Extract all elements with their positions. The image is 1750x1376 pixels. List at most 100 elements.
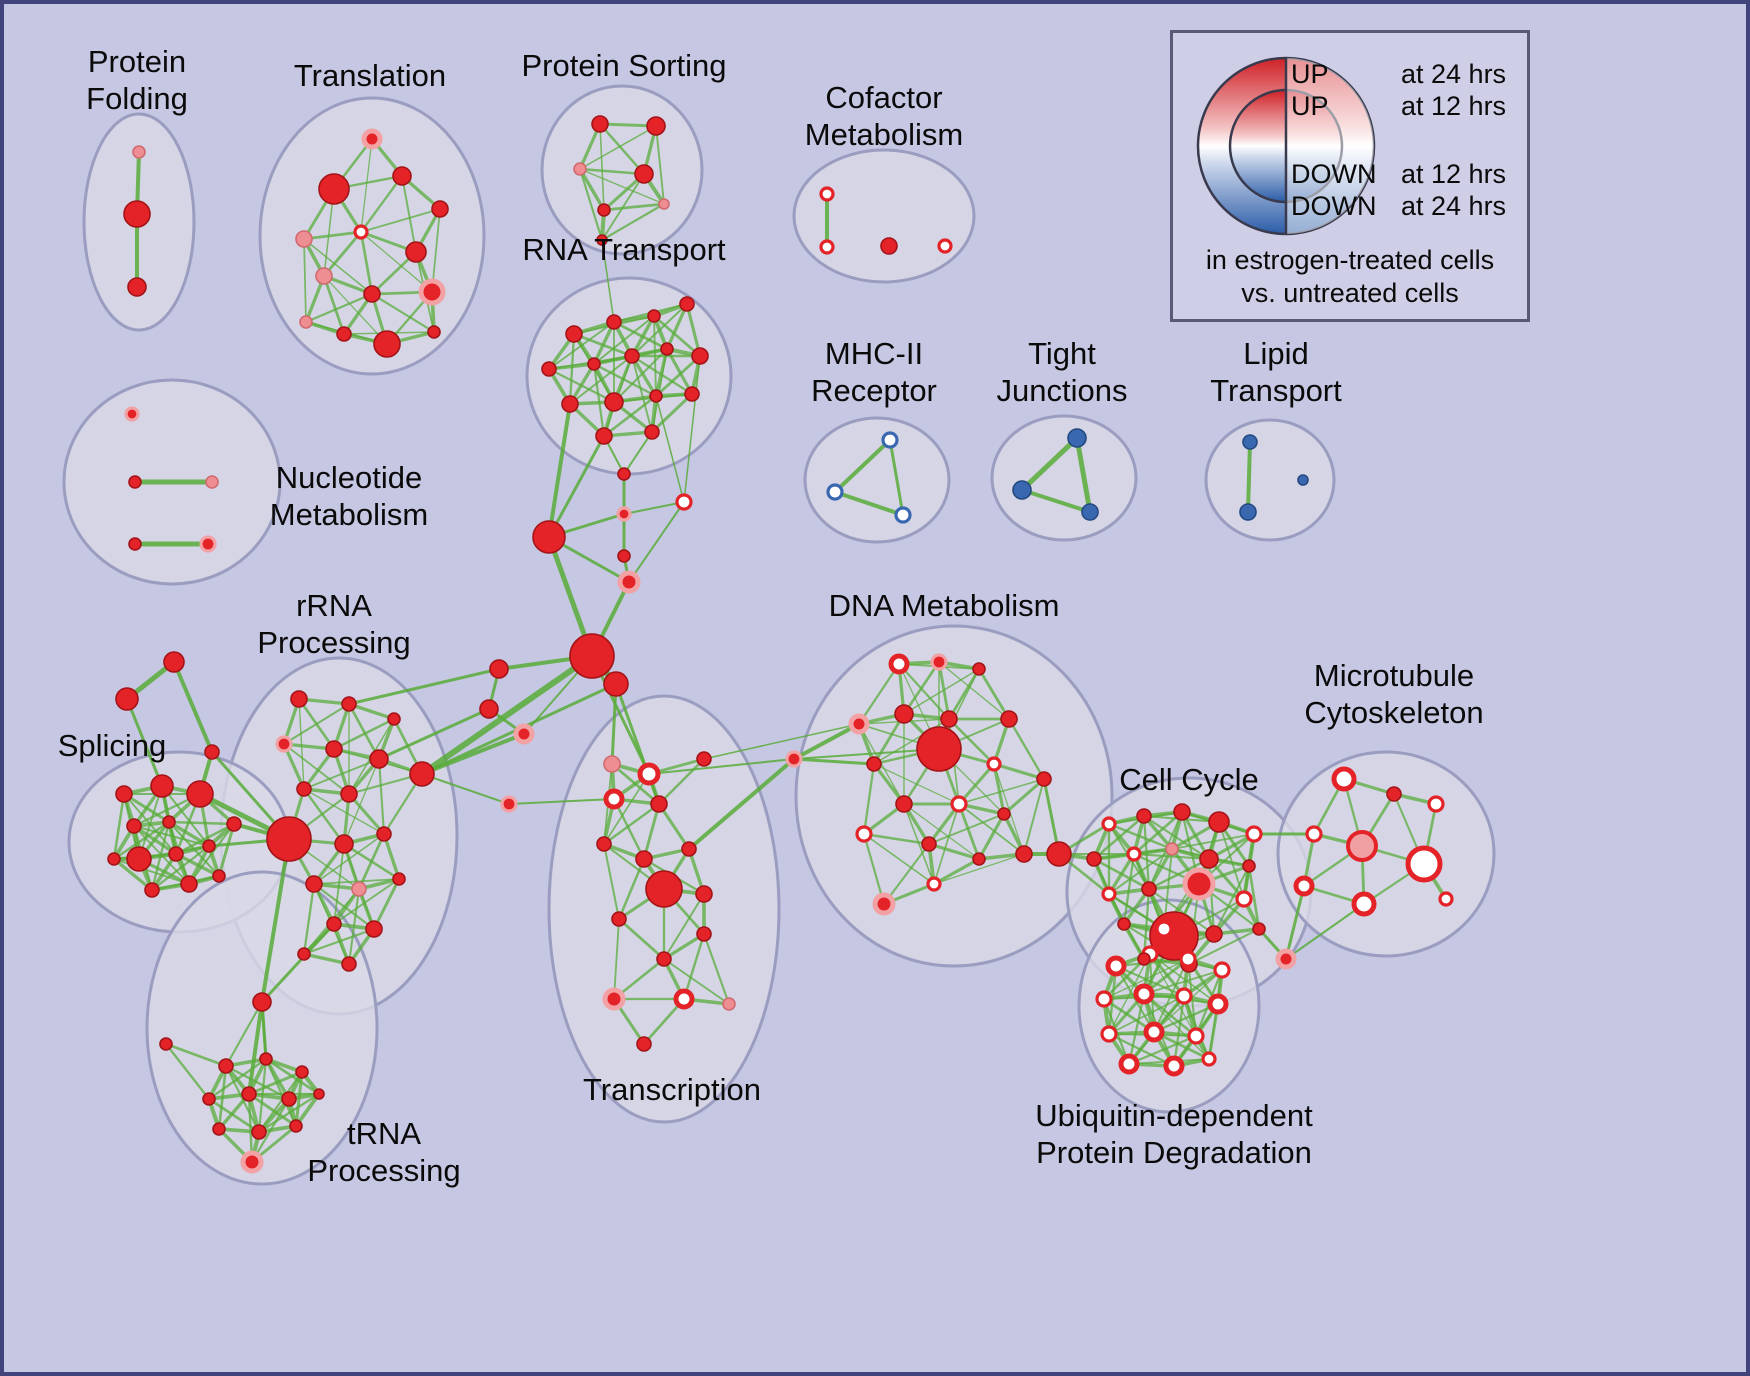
node-tx14[interactable] [602, 987, 626, 1011]
node-ub10[interactable] [1143, 1021, 1165, 1043]
node-ps2[interactable] [646, 116, 666, 136]
node-sp8[interactable] [202, 839, 216, 853]
node-tn5[interactable] [295, 1065, 309, 1079]
node-cn2[interactable] [675, 493, 693, 511]
node-tx13[interactable] [656, 951, 672, 967]
node-mt7[interactable] [1293, 875, 1315, 897]
node-rr16[interactable] [326, 916, 342, 932]
node-dn17[interactable] [972, 852, 986, 866]
node-tx4[interactable] [603, 788, 625, 810]
node-dn15[interactable] [855, 825, 873, 843]
node-t9[interactable] [363, 285, 381, 303]
node-rr4[interactable] [275, 735, 293, 753]
node-mt5[interactable] [1346, 830, 1378, 862]
node-rt2[interactable] [606, 314, 622, 330]
node-cn4[interactable] [532, 520, 566, 554]
node-tx15[interactable] [673, 988, 695, 1010]
node-sp3[interactable] [186, 780, 214, 808]
node-t1[interactable] [361, 128, 383, 150]
node-tj2[interactable] [1012, 480, 1032, 500]
node-cc2[interactable] [1136, 808, 1152, 824]
node-sp5[interactable] [162, 815, 176, 829]
node-rt1[interactable] [565, 325, 583, 343]
node-cc10[interactable] [1242, 859, 1256, 873]
node-tx12[interactable] [696, 926, 712, 942]
node-sp1[interactable] [115, 785, 133, 803]
node-cn14[interactable] [115, 687, 139, 711]
node-cc12[interactable] [1141, 881, 1157, 897]
node-rt6[interactable] [587, 357, 601, 371]
node-rr13[interactable] [305, 875, 323, 893]
node-rr11[interactable] [334, 834, 354, 854]
node-t10[interactable] [418, 278, 446, 306]
node-sp6[interactable] [126, 846, 152, 872]
node-t6[interactable] [353, 224, 369, 240]
node-tj1[interactable] [1067, 428, 1087, 448]
node-dn18[interactable] [926, 876, 942, 892]
node-cc18[interactable] [1252, 922, 1266, 936]
node-rt12[interactable] [649, 389, 663, 403]
node-dn20[interactable] [1015, 845, 1033, 863]
node-ub3[interactable] [1179, 950, 1197, 968]
node-cc11[interactable] [1101, 886, 1117, 902]
node-mh3[interactable] [894, 506, 912, 524]
node-sp7[interactable] [168, 846, 184, 862]
node-tx3[interactable] [696, 751, 712, 767]
node-cm1[interactable] [819, 186, 835, 202]
node-ub5[interactable] [1095, 990, 1113, 1008]
node-nm4[interactable] [128, 537, 142, 551]
node-sp11[interactable] [226, 816, 242, 832]
node-tn13[interactable] [240, 1150, 264, 1174]
node-sp4[interactable] [126, 818, 142, 834]
node-nm5[interactable] [199, 535, 217, 553]
node-cc1[interactable] [1101, 816, 1117, 832]
node-cc17[interactable] [1205, 925, 1223, 943]
node-cc19[interactable] [1137, 952, 1151, 966]
node-tn6[interactable] [202, 1092, 216, 1106]
node-dn11[interactable] [1036, 771, 1052, 787]
node-t3[interactable] [392, 166, 412, 186]
node-ub13[interactable] [1163, 1055, 1185, 1077]
node-rt8[interactable] [660, 342, 674, 356]
node-cc3[interactable] [1173, 803, 1191, 821]
node-dn3[interactable] [972, 662, 986, 676]
node-mt6[interactable] [1405, 845, 1443, 883]
node-sp13[interactable] [212, 869, 226, 883]
node-rr18[interactable] [297, 947, 311, 961]
node-rt3[interactable] [647, 309, 661, 323]
node-ub1[interactable] [1105, 955, 1127, 977]
node-rr19[interactable] [341, 956, 357, 972]
node-rr8[interactable] [296, 781, 312, 797]
node-mt4[interactable] [1305, 825, 1323, 843]
node-rt11[interactable] [604, 392, 624, 412]
node-tx11[interactable] [611, 911, 627, 927]
node-tx6[interactable] [596, 836, 612, 852]
node-ub9[interactable] [1100, 1025, 1118, 1043]
node-dn7[interactable] [1000, 710, 1018, 728]
node-t7[interactable] [405, 241, 427, 263]
node-cc16[interactable] [1155, 920, 1173, 938]
node-t8[interactable] [315, 267, 333, 285]
node-rt15[interactable] [644, 424, 660, 440]
node-rr15[interactable] [392, 872, 406, 886]
node-rt9[interactable] [691, 347, 709, 365]
node-mh2[interactable] [826, 483, 844, 501]
node-cn1[interactable] [617, 467, 631, 481]
node-cn11[interactable] [513, 723, 535, 745]
node-ub11[interactable] [1187, 1027, 1205, 1045]
node-cn13[interactable] [163, 651, 185, 673]
node-tx17[interactable] [636, 1036, 652, 1052]
node-cc0[interactable] [1046, 841, 1072, 867]
node-cn5[interactable] [617, 549, 631, 563]
node-rt10[interactable] [561, 395, 579, 413]
node-rr1[interactable] [290, 690, 308, 708]
node-rr5[interactable] [325, 740, 343, 758]
node-nm3[interactable] [205, 475, 219, 489]
node-ps6[interactable] [658, 198, 670, 210]
node-rt4[interactable] [679, 296, 695, 312]
node-cc4[interactable] [1208, 811, 1230, 833]
node-t11[interactable] [299, 315, 313, 329]
node-cn9[interactable] [489, 659, 509, 679]
node-t4[interactable] [431, 200, 449, 218]
node-rr3[interactable] [387, 712, 401, 726]
